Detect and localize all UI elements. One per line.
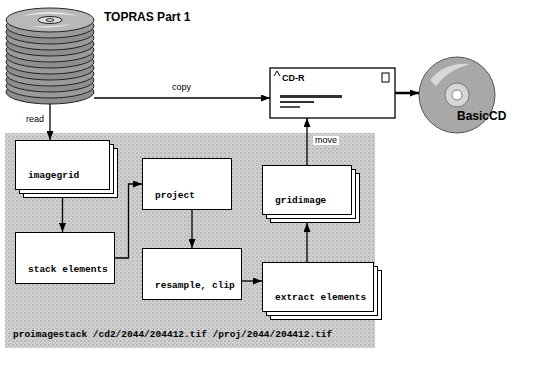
- edge-label: copy: [170, 83, 193, 93]
- node-text: BasicCD: [457, 109, 506, 123]
- node-text: TOPRAS Part 1: [104, 10, 190, 24]
- flow-arrow: [62, 190, 63, 232]
- process-box: imagegrid: [15, 140, 110, 190]
- process-box: project: [142, 158, 232, 210]
- flow-arrow: [242, 280, 262, 281]
- node-text: extract elements: [271, 292, 370, 303]
- cd-stack: [6, 8, 94, 104]
- process-box: stack elements: [15, 232, 115, 284]
- node-text: gridimage: [271, 195, 330, 206]
- flow-arrow: [191, 210, 192, 248]
- flow-arrow: [49, 104, 50, 140]
- flow-arrow: [306, 118, 307, 165]
- edge-label: read: [24, 115, 46, 125]
- drive-node: CD-R: [270, 68, 395, 118]
- node-text: CD-R: [282, 73, 305, 83]
- node-text: imagegrid: [24, 170, 83, 181]
- process-box: gridimage: [262, 165, 352, 215]
- process-band: proimagestack /cd2/2044/204412.tif /proj…: [5, 133, 375, 348]
- cd-stack-node: TOPRAS Part 1: [6, 8, 94, 104]
- process-box: extract elements: [262, 262, 374, 312]
- node-text: project: [151, 190, 199, 201]
- node-text: resample, clip: [151, 280, 239, 291]
- process-band-ground: [5, 133, 375, 348]
- node-text: stack elements: [24, 264, 112, 275]
- flow-arrow: [306, 223, 307, 262]
- process-box: resample, clip: [142, 248, 242, 300]
- disc-node: BasicCD: [419, 57, 495, 133]
- flow-arrow: [94, 97, 270, 98]
- node-text: proimagestack /cd2/2044/204412.tif /proj…: [13, 329, 332, 340]
- flow-arrow: [115, 184, 142, 258]
- cd-r-drive: [270, 68, 395, 118]
- flow-arrow: [395, 92, 419, 95]
- edge-label: move: [313, 136, 339, 146]
